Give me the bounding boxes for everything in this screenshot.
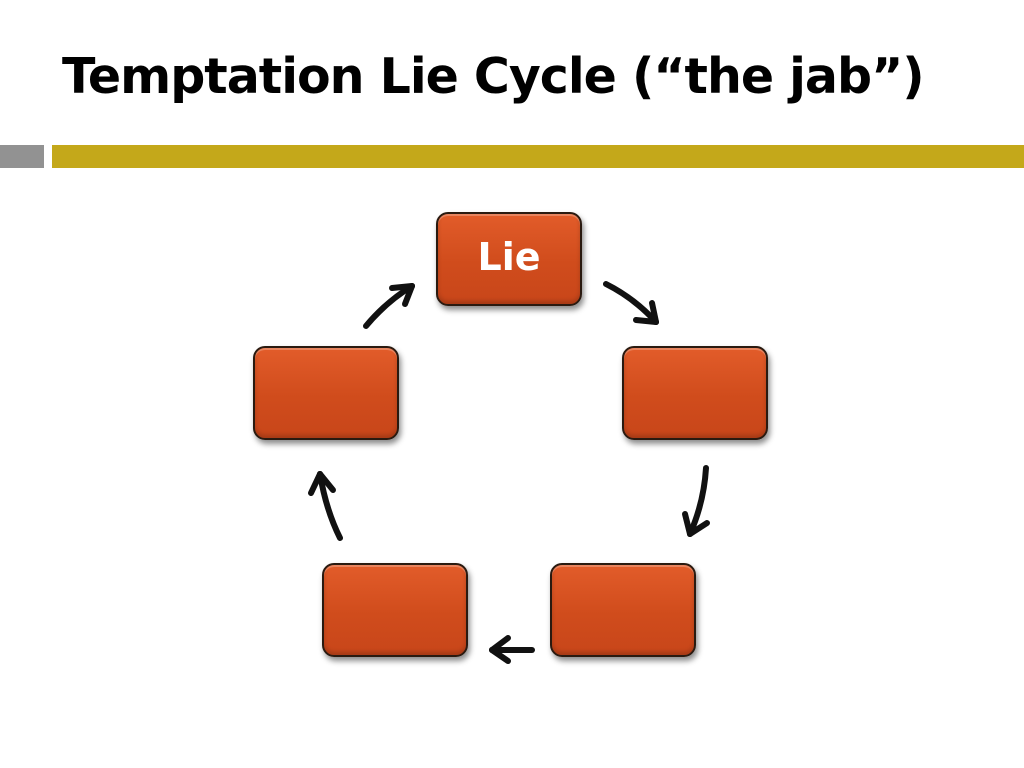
cycle-node-bottom-left (322, 563, 468, 657)
arrow-left-to-top (363, 283, 415, 329)
title-underline-gray (0, 145, 44, 168)
slide-title: Temptation Lie Cycle (“the jab”) (62, 48, 925, 105)
cycle-node-left (253, 346, 399, 440)
cycle-node-bottom-right (550, 563, 696, 657)
arrow-top-to-right (603, 281, 659, 325)
title-underline-gold (52, 145, 1024, 168)
arrow-bottom-left-to-left (308, 471, 343, 541)
cycle-node-label: Lie (477, 235, 541, 279)
arrow-right-to-bottom-right (682, 465, 710, 537)
cycle-node-lie: Lie (436, 212, 582, 306)
cycle-node-right (622, 346, 768, 440)
arrow-bottom-right-to-bottom-left (489, 635, 535, 664)
